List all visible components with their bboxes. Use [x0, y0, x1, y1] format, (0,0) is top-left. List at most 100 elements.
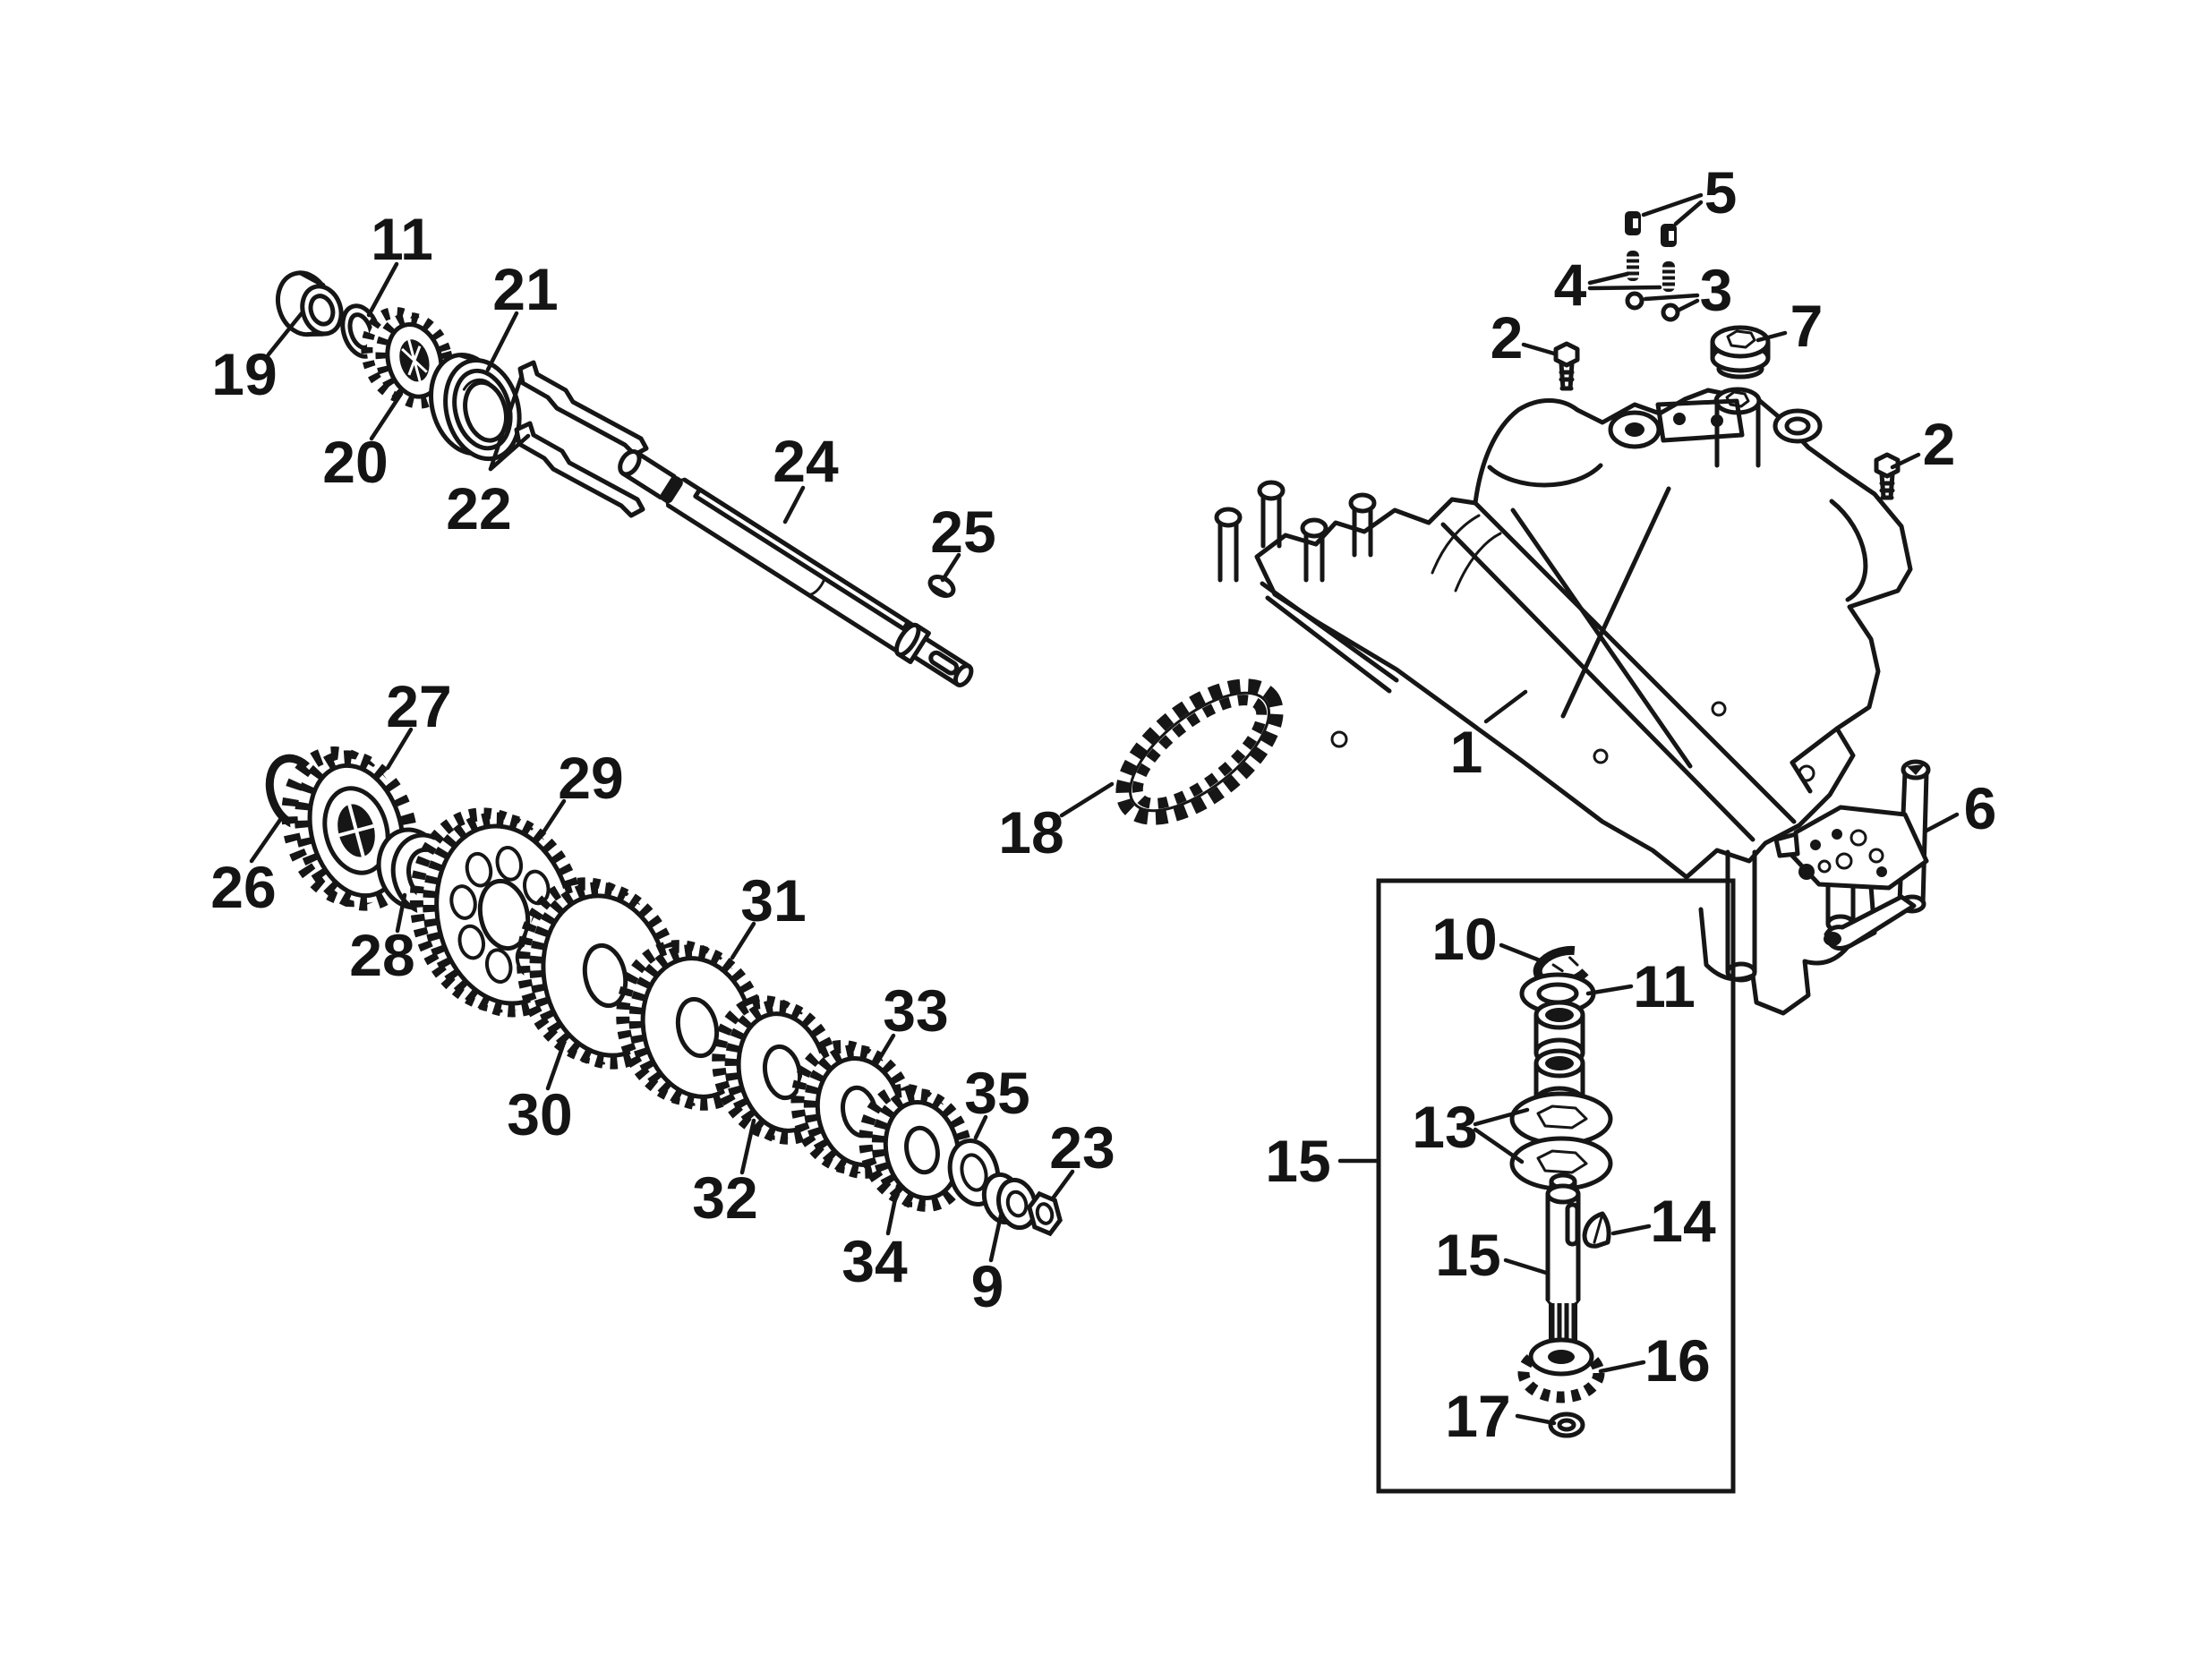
leader-line-14 [1610, 1224, 1652, 1236]
leader-line-21 [485, 311, 519, 372]
callout-2: 2 [1890, 411, 1956, 477]
callout-label-16: 16 [1644, 1327, 1710, 1394]
leader-line-5 [1673, 200, 1704, 226]
callout-29: 29 [539, 745, 624, 838]
callout-27: 27 [385, 673, 452, 771]
callout-35: 35 [964, 1060, 1030, 1140]
callout-label-5: 5 [1704, 159, 1738, 226]
callout-label-32: 32 [692, 1164, 757, 1231]
bevel-gear-16 [1517, 1337, 1605, 1403]
callout-7: 7 [1756, 293, 1823, 359]
callout-label-9: 9 [971, 1253, 1004, 1319]
leader-line-9 [988, 1213, 1004, 1263]
detent-pins-5 [1625, 211, 1677, 247]
leader-line-30 [545, 1040, 567, 1091]
callout-label-30: 30 [507, 1081, 572, 1147]
callout-18: 18 [998, 781, 1115, 866]
leader-line-27 [385, 727, 414, 771]
woodruff-key-14 [1582, 1211, 1611, 1249]
callout-15: 15 [1435, 1222, 1549, 1288]
callout-label-3: 3 [1700, 257, 1733, 323]
leader-line-31 [730, 921, 756, 960]
callout-34: 34 [841, 1183, 908, 1294]
housing-top-bosses [1608, 387, 1823, 468]
callout-label-28: 28 [349, 922, 414, 988]
bolt-2-right [1874, 452, 1901, 500]
callout-label-15: 15 [1265, 1128, 1330, 1194]
leader-line-22 [488, 375, 524, 472]
callout-13: 13 [1412, 1094, 1530, 1164]
callout-11: 11 [1585, 953, 1696, 1019]
part-bushing-9 [981, 1172, 1038, 1231]
callout-20: 20 [322, 391, 404, 495]
leader-line-23 [1050, 1169, 1075, 1201]
callout-label-11: 11 [1633, 953, 1696, 1019]
leader-line-15 [1503, 1258, 1549, 1275]
leader-line-13 [1473, 1107, 1530, 1127]
bushing-19 [276, 270, 344, 337]
leader-line-6 [1924, 812, 1960, 833]
callout-6: 6 [1924, 775, 1996, 841]
callout-11: 11 [366, 206, 433, 318]
leader-line-33 [875, 1033, 896, 1065]
leader-line-2 [1521, 342, 1557, 356]
callout-1: 1 [1450, 689, 1528, 785]
callout-15: 15 [1265, 1128, 1381, 1194]
callout-26: 26 [210, 814, 285, 920]
callout-label-21: 21 [492, 256, 558, 322]
callout-23: 23 [1049, 1114, 1115, 1201]
callout-label-27: 27 [386, 673, 451, 739]
callout-label-22: 22 [446, 475, 511, 542]
callout-label-26: 26 [210, 854, 276, 920]
part-nut-23 [1027, 1190, 1063, 1237]
callout-9: 9 [971, 1213, 1004, 1319]
callout-label-19: 19 [211, 341, 277, 407]
detent-springs-4 [1627, 251, 1675, 292]
callout-28: 28 [349, 892, 415, 988]
drive-chain-18 [1115, 678, 1284, 825]
pinion-shaft-15 [1545, 1173, 1581, 1356]
leader-line-4 [1587, 271, 1630, 286]
callout-label-4: 4 [1554, 252, 1587, 318]
leader-line-11 [366, 261, 399, 318]
nut-17 [1548, 1411, 1585, 1438]
pinion-gear-20 [361, 307, 454, 409]
callout-25: 25 [930, 499, 996, 583]
leader-line-19 [266, 311, 304, 357]
leader-line-35 [973, 1114, 988, 1140]
synchro-collar-21 [428, 352, 522, 462]
callout-label-23: 23 [1049, 1114, 1115, 1181]
callout-label-18: 18 [998, 799, 1064, 866]
callout-label-35: 35 [964, 1060, 1029, 1126]
leader-line-13 [1473, 1127, 1525, 1164]
leader-line-7 [1756, 330, 1788, 343]
callout-label-10: 10 [1431, 906, 1497, 972]
leader-line-11 [1585, 984, 1634, 996]
callout-30: 30 [507, 1040, 573, 1147]
callout-label-33: 33 [883, 977, 948, 1044]
callout-16: 16 [1598, 1327, 1711, 1394]
shifter-shaft-24 [618, 448, 974, 687]
leader-line-34 [885, 1183, 901, 1236]
housing-studs-left [1214, 480, 1377, 583]
leader-line-18 [1059, 781, 1115, 818]
shift-lever-6 [1773, 759, 1931, 951]
callout-label-31: 31 [740, 867, 806, 934]
bolt-2-left [1553, 341, 1580, 391]
callout-32: 32 [692, 1118, 758, 1231]
callout-33: 33 [875, 977, 949, 1065]
part-washer-35 [947, 1138, 1001, 1207]
leader-line-4 [1587, 285, 1662, 291]
callout-label-2: 2 [1923, 411, 1956, 477]
inset-box [1376, 878, 1736, 1494]
callout-17: 17 [1445, 1383, 1557, 1449]
callout-label-2: 2 [1491, 304, 1524, 371]
callout-31: 31 [730, 867, 807, 960]
callout-label-34: 34 [841, 1228, 908, 1294]
leader-line-17 [1515, 1413, 1557, 1426]
callout-22: 22 [446, 375, 531, 542]
callout-label-1: 1 [1450, 719, 1483, 785]
callout-label-15: 15 [1435, 1222, 1500, 1288]
gearcase-housing-1 [1214, 387, 1913, 1016]
